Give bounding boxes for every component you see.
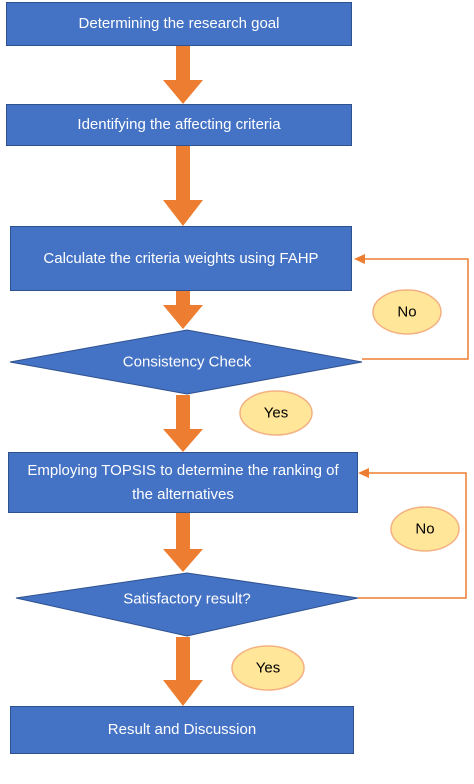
step-result-discussion-label: Result and Discussion <box>107 721 257 738</box>
step-calculate-weights: Calculate the criteria weights using FAH… <box>10 226 352 291</box>
step-identifying-criteria-label: Identifying the affecting criteria <box>77 116 281 133</box>
loop-satisfactory-to-topsis <box>358 472 467 599</box>
arrow-satisfactory-to-result <box>163 637 203 706</box>
arrow-consistency-to-topsis <box>163 395 203 452</box>
step-employing-topsis: Employing TOPSIS to determine the rankin… <box>8 452 358 513</box>
step-identifying-criteria: Identifying the affecting criteria <box>6 104 352 146</box>
consistency-diamond <box>9 329 363 395</box>
arrow-weights-to-consistency <box>163 291 203 329</box>
yes-label-2: Yes <box>255 659 281 677</box>
loop-2-arrowhead <box>358 468 369 478</box>
loop-1-arrowhead <box>354 254 365 264</box>
no-label-1: No <box>397 303 417 321</box>
yes-badge-1 <box>239 390 313 436</box>
no-label-2: No <box>415 520 435 538</box>
satisfactory-result-label: Satisfactory result? <box>123 590 251 608</box>
yes-label-1: Yes <box>263 404 289 422</box>
arrow-goal-to-criteria <box>163 46 203 104</box>
loop-consistency-to-weights <box>362 258 469 360</box>
no-badge-2 <box>390 506 460 552</box>
yes-badge-2 <box>231 645 305 691</box>
step-calculate-weights-label: Calculate the criteria weights using FAH… <box>43 249 319 267</box>
step-result-discussion: Result and Discussion <box>10 706 354 754</box>
consistency-check-label: Consistency Check <box>122 353 252 371</box>
arrow-topsis-to-satisfactory <box>163 513 203 572</box>
arrow-criteria-to-weights <box>163 146 203 226</box>
step-determining-goal: Determining the research goal <box>6 2 352 46</box>
no-badge-1 <box>372 289 442 335</box>
step-determining-goal-label: Determining the research goal <box>78 15 280 32</box>
step-employing-topsis-label: Employing TOPSIS to determine the rankin… <box>27 461 339 503</box>
